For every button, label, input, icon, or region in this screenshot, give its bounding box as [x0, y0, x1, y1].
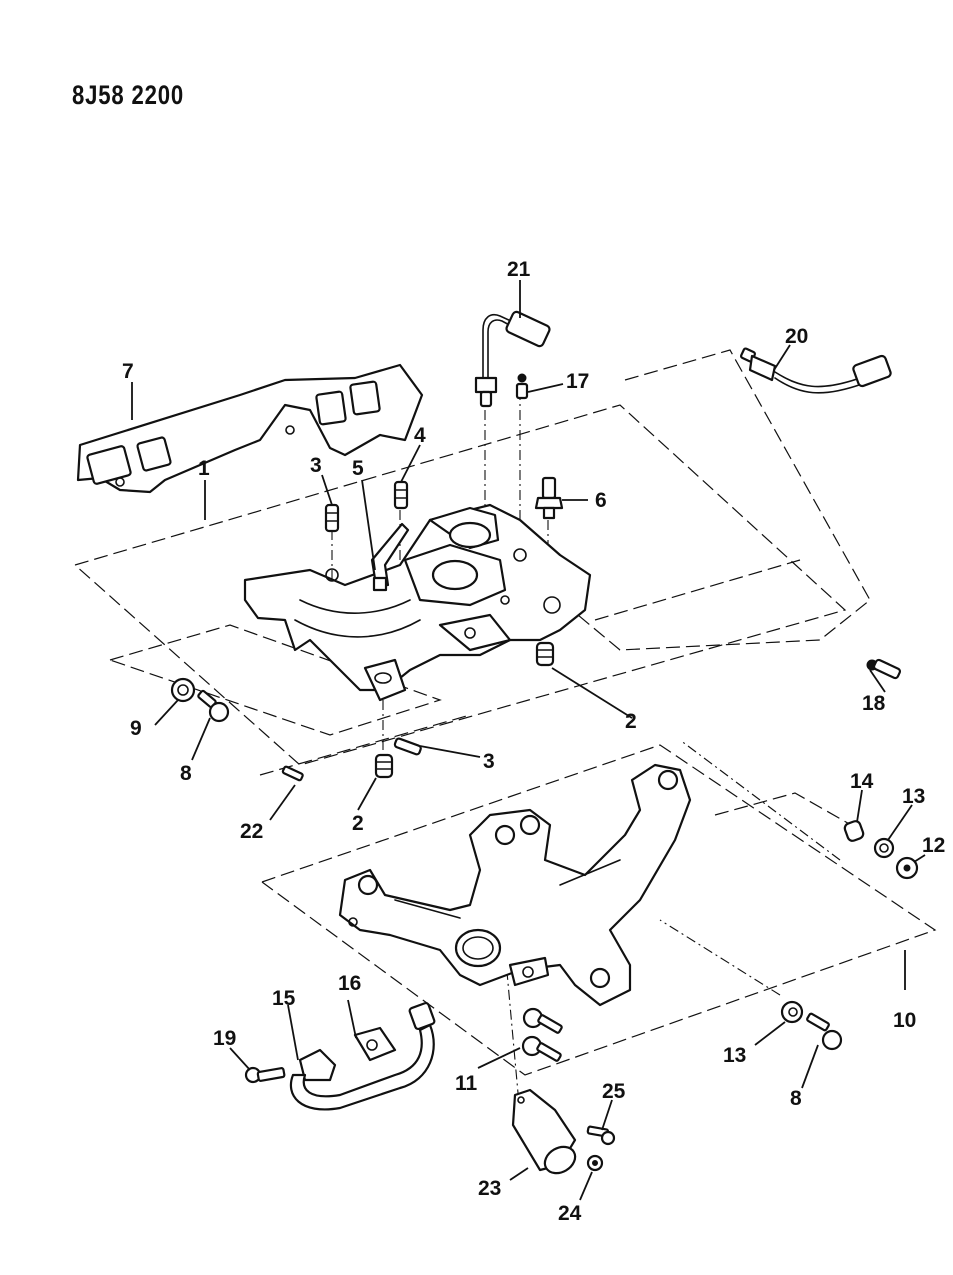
washer-part-13b: [780, 1000, 804, 1024]
callout-labels: 7 1 3 5 4 21 17 6 20 18 2 9 8 3 2 22 14 …: [122, 258, 945, 1225]
callout-7: 7: [122, 360, 134, 383]
phantom-lines: [74, 349, 937, 1116]
plug-part-2a: [535, 641, 555, 667]
callout-5: 5: [352, 457, 364, 480]
heat-stove-part-23: [511, 1088, 577, 1175]
callout-19: 18: [862, 692, 886, 715]
callout-14: 14: [850, 770, 874, 793]
callout-15: 15: [272, 987, 296, 1010]
callout-12: 12: [922, 834, 945, 857]
callout-16: 16: [338, 972, 361, 995]
intake-manifold-part-1: [243, 503, 592, 702]
callout-8a: 8: [180, 762, 192, 785]
fitting-part-6: [534, 476, 564, 520]
callout-2b: 2: [352, 812, 364, 835]
callout-3a: 3: [310, 454, 322, 477]
screw-part-22: [281, 765, 304, 782]
nut-part-12: [895, 856, 919, 880]
gasket-part-16: [353, 1026, 397, 1062]
callout-6: 6: [595, 489, 607, 512]
leader-lines: [131, 280, 926, 1201]
stud-part-3b: [393, 737, 422, 756]
plug-part-2b: [374, 753, 394, 779]
temperature-sensor-part-20: [740, 347, 892, 394]
callout-24: 24: [558, 1202, 582, 1225]
callout-3b: 3: [483, 750, 495, 773]
screw-part-17: [244, 1066, 286, 1084]
callout-4: 4: [414, 424, 426, 447]
stud-part-3a: [324, 503, 340, 533]
callout-13a: 13: [902, 785, 925, 808]
fitting-part-18: [515, 373, 529, 400]
callout-23: 23: [478, 1177, 501, 1200]
screw-part-25: [586, 1125, 616, 1146]
gasket-part-7: [76, 363, 424, 494]
stud-part-4: [393, 480, 409, 510]
bolt-part-8b: [806, 1012, 843, 1051]
bolts-part-11: [521, 1007, 563, 1062]
callout-18: 17: [566, 370, 589, 393]
callout-22: 22: [240, 820, 263, 843]
callout-13b: 13: [723, 1044, 746, 1067]
callout-25: 25: [602, 1080, 626, 1103]
exhaust-manifold-part-10: [338, 763, 692, 1007]
callout-21: 21: [507, 258, 531, 281]
oxygen-sensor-part-21: [474, 310, 551, 408]
spacer-part-14: [843, 820, 865, 842]
bolt-part-8a: [197, 689, 230, 723]
nut-part-24: [586, 1154, 604, 1172]
fitting-part-19: [866, 658, 902, 680]
elbow-fitting-part-5: [370, 522, 410, 592]
document-code: 8J58 2200: [72, 80, 185, 110]
callout-10: 10: [893, 1009, 916, 1032]
callout-1: 1: [198, 457, 210, 480]
callout-8b: 8: [790, 1087, 802, 1110]
tube-part-15: [289, 1001, 436, 1111]
callout-11: 11: [455, 1072, 478, 1095]
callout-20: 20: [785, 325, 808, 348]
callout-2a: 2: [625, 710, 637, 733]
callout-17: 19: [213, 1027, 236, 1050]
washer-part-13a: [873, 837, 895, 859]
callout-9: 9: [130, 717, 142, 740]
nut-part-9: [170, 677, 196, 703]
